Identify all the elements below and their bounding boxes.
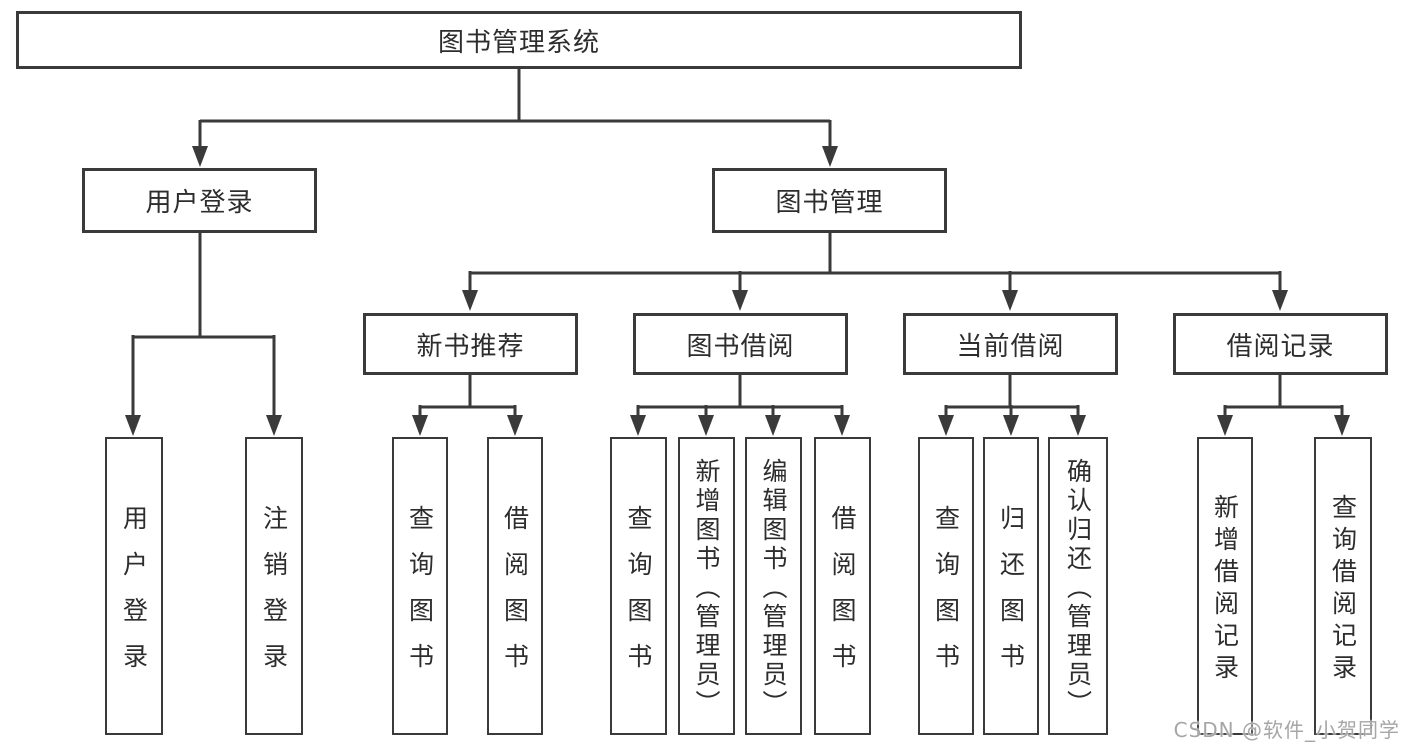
leaf-query-books-recommendation-label: 查询图书 (405, 504, 435, 689)
leaf-edit-books-admin-label: 编辑图书（管理员） (759, 457, 788, 719)
leaf-return-books-label: 归还图书 (996, 504, 1026, 689)
leaf-borrow-books-recommendation-label: 借阅图书 (500, 504, 530, 689)
leaf-borrow-books-recommendation: 借阅图书 (487, 437, 543, 735)
watermark-text: CSDN @软件_小贺同学 (1173, 718, 1400, 742)
node-borrowing-records-label: 借阅记录 (1226, 331, 1335, 362)
leaf-confirm-return-admin: 确认归还（管理员） (1048, 437, 1108, 735)
node-user-login: 用户登录 (82, 168, 317, 233)
node-book-borrowing-label: 图书借阅 (686, 331, 795, 362)
leaf-query-borrow-record: 查询借阅记录 (1314, 437, 1372, 735)
leaf-edit-books-admin: 编辑图书（管理员） (745, 437, 802, 735)
node-current-borrowing: 当前借阅 (903, 313, 1118, 375)
leaf-query-borrow-record-label: 查询借阅记录 (1328, 493, 1358, 686)
leaf-return-books: 归还图书 (983, 437, 1039, 735)
leaf-query-books-borrowing: 查询图书 (610, 437, 667, 735)
node-new-book-recommendation: 新书推荐 (363, 313, 578, 375)
leaf-query-books-borrowing-label: 查询图书 (624, 504, 653, 689)
leaf-logout-login-label: 注销登录 (259, 504, 289, 689)
node-current-borrowing-label: 当前借阅 (956, 331, 1065, 362)
leaf-user-login-label: 用户登录 (119, 504, 149, 689)
leaf-add-borrow-record: 新增借阅记录 (1197, 437, 1253, 735)
node-borrowing-records: 借阅记录 (1173, 313, 1388, 375)
leaf-add-books-admin: 新增图书（管理员） (678, 437, 735, 735)
leaf-query-books-current: 查询图书 (918, 437, 974, 735)
leaf-add-borrow-record-label: 新增借阅记录 (1210, 493, 1240, 686)
leaf-borrow-books-borrowing-label: 借阅图书 (828, 504, 857, 689)
leaf-confirm-return-admin-label: 确认归还（管理员） (1063, 457, 1093, 719)
leaf-query-books-recommendation: 查询图书 (392, 437, 448, 735)
node-root-label: 图书管理系统 (437, 27, 600, 58)
node-new-book-recommendation-label: 新书推荐 (416, 331, 525, 362)
node-user-login-label: 用户登录 (145, 188, 254, 218)
leaf-user-login: 用户登录 (105, 437, 163, 735)
node-book-management: 图书管理 (712, 168, 947, 233)
leaf-logout-login: 注销登录 (245, 437, 303, 735)
node-book-management-label: 图书管理 (775, 188, 884, 218)
leaf-add-books-admin-label: 新增图书（管理员） (692, 457, 721, 719)
leaf-borrow-books-borrowing: 借阅图书 (814, 437, 871, 735)
leaf-query-books-current-label: 查询图书 (931, 504, 961, 689)
node-book-borrowing: 图书借阅 (633, 313, 848, 375)
node-root: 图书管理系统 (16, 11, 1022, 69)
